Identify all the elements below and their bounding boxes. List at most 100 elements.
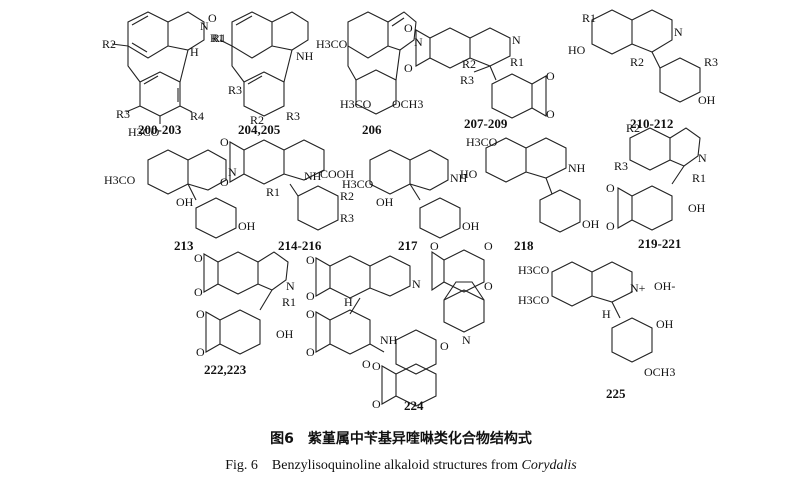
- atom-label: O: [484, 279, 493, 293]
- compound-label: 219-221: [638, 236, 681, 251]
- bond-line: [531, 75, 547, 117]
- atom-label: NH: [568, 161, 586, 175]
- bond-line: [469, 27, 511, 67]
- bond-line: [203, 253, 219, 293]
- compound-224: O O N H O O O NH O O O O N O O 224: [306, 239, 493, 413]
- atom-label: N: [412, 277, 421, 291]
- bond-line: [671, 165, 685, 185]
- bond-line: [127, 11, 169, 59]
- atom-label: H3CO: [342, 177, 374, 191]
- atom-label: R3: [116, 107, 130, 121]
- atom-label: R3: [286, 109, 300, 123]
- atom-label: R2: [102, 37, 116, 51]
- atom-label: NH: [304, 169, 322, 183]
- atom-label: N: [228, 165, 237, 179]
- atom-label: H3CO: [518, 293, 550, 307]
- bond-line: [167, 11, 205, 51]
- compound-219-221: R2 R3 N R1 O O OH 219-221: [606, 121, 707, 251]
- bond-line: [669, 127, 701, 167]
- atom-label: O: [404, 21, 413, 35]
- compound-label: 207-209: [464, 116, 508, 131]
- atom-label: O: [606, 219, 615, 233]
- bond-line: [229, 141, 245, 183]
- atom-label: OH: [176, 195, 194, 209]
- bond-line: [473, 65, 491, 73]
- bond-line: [315, 311, 331, 353]
- atom-label: OH: [656, 317, 674, 331]
- bond-line: [631, 9, 673, 53]
- bond-line: [187, 183, 197, 201]
- structure-figure: R2 N O R1 H R3 H3CO R4 200-203 R1 NH R3 …: [102, 9, 718, 413]
- atom-label: O: [306, 253, 315, 267]
- bond-line: [195, 197, 237, 239]
- atom-label: H3CO: [466, 135, 498, 149]
- atom-label: O: [194, 251, 203, 265]
- atom-label: R3: [704, 55, 718, 69]
- atom-label: OH: [276, 327, 294, 341]
- figure-caption-chinese: 图6 紫堇属中苄基异喹啉类化合物结构式: [270, 431, 532, 447]
- figure-caption-english: Fig. 6 Benzylisoquinoline alkaloid struc…: [0, 454, 802, 474]
- bond-line: [259, 289, 273, 311]
- bond-line: [409, 183, 421, 201]
- compound-206: N H3CO H3CO OCH3 206: [316, 11, 423, 137]
- bond-line: [489, 65, 497, 81]
- compound-204-205: R1 NH R3 R2 R3 204,205: [212, 11, 314, 137]
- atom-label: HO: [460, 167, 478, 181]
- compound-213: H3CO OH N OH 213: [104, 149, 256, 253]
- atom-label: N: [462, 333, 471, 347]
- bond-line: [395, 49, 401, 81]
- atom-label: H3CO: [128, 125, 160, 139]
- atom-label: COOH: [320, 167, 354, 181]
- atom-label: H: [190, 45, 199, 59]
- bond-line: [443, 289, 485, 333]
- bond-line: [111, 43, 129, 47]
- bond-line: [131, 15, 149, 26]
- atom-label: R3: [614, 159, 628, 173]
- bond-line: [419, 197, 461, 239]
- atom-label: N: [414, 35, 423, 49]
- bond-line: [539, 189, 581, 233]
- bond-line: [315, 257, 331, 297]
- atom-label: N: [698, 151, 707, 165]
- bond-line: [591, 9, 633, 55]
- bond-line: [139, 71, 181, 117]
- atom-label: R1: [692, 171, 706, 185]
- bond-line: [219, 39, 233, 47]
- bond-line: [219, 309, 261, 355]
- compound-207-209: O O N R2 R3 R1 O O 207-209: [404, 21, 555, 131]
- bond-line: [283, 139, 325, 181]
- bond-line: [431, 250, 445, 292]
- compound-label: 214-216: [278, 238, 322, 253]
- bond-line: [283, 49, 293, 83]
- atom-label: O: [484, 239, 493, 253]
- bond-line: [231, 11, 273, 59]
- atom-label: R3: [460, 73, 474, 87]
- bond-line: [395, 329, 437, 375]
- atom-label: OH: [238, 219, 256, 233]
- atom-label: NH: [450, 171, 468, 185]
- bond-line: [369, 255, 411, 297]
- bond-line: [651, 51, 661, 69]
- atom-label: OCH3: [392, 97, 423, 111]
- bond-line: [611, 301, 621, 319]
- compound-label: 222,223: [204, 362, 247, 377]
- bond-line: [391, 17, 405, 27]
- atom-label: R1: [212, 31, 226, 45]
- atom-label: H3CO: [104, 173, 136, 187]
- bond-line: [409, 149, 449, 191]
- atom-label: O: [196, 345, 205, 359]
- bond-line: [147, 149, 189, 195]
- atom-label: O: [306, 289, 315, 303]
- atom-label: O: [606, 181, 615, 195]
- bond-line: [205, 311, 221, 353]
- atom-label: R1: [510, 55, 524, 69]
- bond-line: [347, 46, 357, 81]
- atom-label: OH: [582, 217, 600, 231]
- atom-label: OH: [698, 93, 716, 107]
- bond-line: [289, 183, 299, 197]
- compound-label: 213: [174, 238, 194, 253]
- atom-label: R4: [190, 109, 204, 123]
- atom-label: O: [220, 175, 229, 189]
- bond-line: [617, 187, 633, 229]
- atom-label: R2: [462, 57, 476, 71]
